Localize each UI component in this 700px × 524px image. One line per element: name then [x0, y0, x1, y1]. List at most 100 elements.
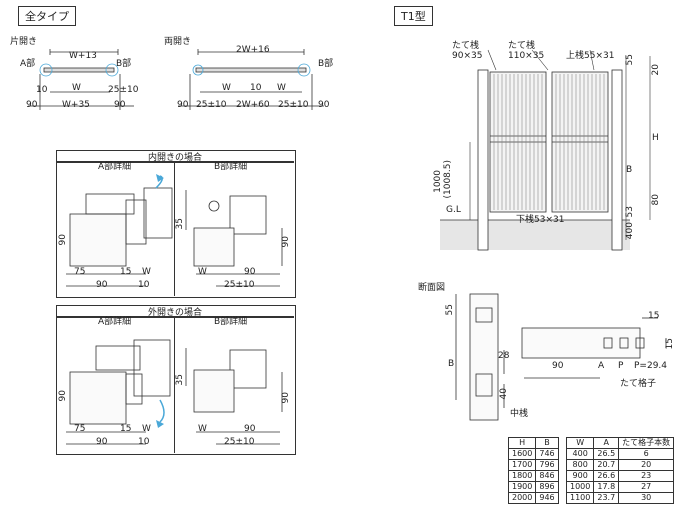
hb-table-cell: 1600	[507, 448, 537, 460]
inner-b90: 90	[244, 267, 256, 277]
hb-table-cell: 2000	[507, 492, 537, 504]
hb-table-header: H	[507, 437, 537, 449]
outer-a10: 10	[138, 437, 150, 447]
hb-table-cell: 796	[535, 459, 559, 471]
outer-b-detail: B部詳細	[214, 317, 248, 327]
hb-table-cell: 846	[535, 470, 559, 482]
elev-h1000: 1000	[433, 170, 443, 193]
wa-table-cell: 6	[618, 448, 675, 460]
single-top-dim: W+13	[69, 51, 97, 61]
wa-table-header: A	[593, 437, 620, 449]
elev-d53: 53	[625, 206, 635, 218]
section-p-val: P=29.4	[634, 361, 668, 371]
wa-table-cell: 20	[618, 459, 675, 471]
double-w1: W	[222, 83, 231, 93]
double-b25r: 25±10	[278, 100, 309, 110]
single-w: W	[72, 83, 81, 93]
all-types-label: 全タイプ	[25, 10, 69, 23]
inner-a75: 75	[74, 267, 86, 277]
inner-a10: 10	[138, 280, 150, 290]
hb-table-cell: 746	[535, 448, 559, 460]
elev-d20: 20	[651, 64, 661, 76]
outer-bW: W	[198, 424, 207, 434]
section-d15: 15	[648, 311, 660, 321]
single-swing-diagram	[28, 49, 134, 110]
elev-post-label: たて桟	[452, 41, 480, 51]
inner-b35: 35	[175, 218, 185, 230]
elev-gl: G.L	[446, 205, 461, 215]
gate-elevation	[440, 49, 651, 251]
double-b90l: 90	[177, 100, 189, 110]
section-d15b: 15	[665, 338, 675, 350]
wa-table-cell: 23	[618, 470, 675, 482]
double-b-part: B部	[318, 59, 334, 69]
elev-dH: H	[652, 133, 659, 143]
wa-table-cell: 1100	[565, 492, 595, 504]
elev-d80: 80	[651, 194, 661, 206]
section-d55: 55	[445, 304, 455, 316]
elev-d55: 55	[625, 54, 635, 66]
inner-b90v: 90	[281, 236, 291, 248]
hb-table-cell: 896	[535, 481, 559, 493]
double-bmid: 2W+60	[236, 100, 270, 110]
inner-header: 内開きの場合	[56, 150, 294, 163]
outer-header: 外開きの場合	[56, 305, 294, 318]
outer-aW: W	[142, 424, 151, 434]
inner-detail-drawing	[66, 174, 283, 287]
single-right-dim: 25±10	[108, 85, 139, 95]
inner-bW: W	[198, 267, 207, 277]
section-dB: B	[448, 359, 455, 369]
section-title: 断面図	[418, 283, 446, 293]
outer-b35: 35	[175, 374, 185, 386]
outer-b90: 90	[244, 424, 256, 434]
single-left10: 10	[36, 85, 48, 95]
single-a-part: A部	[20, 59, 36, 69]
wa-table-cell: 800	[565, 459, 595, 471]
section-d28: 28	[498, 351, 510, 361]
outer-a90v: 90	[58, 390, 68, 402]
outer-b90v: 90	[281, 392, 291, 404]
double-gap: 10	[250, 83, 262, 93]
all-types-tag: 全タイプ	[18, 6, 76, 26]
inner-b25: 25±10	[224, 280, 255, 290]
inner-a90: 90	[96, 280, 108, 290]
section-d40: 40	[499, 388, 509, 400]
single-bottom-left: 90	[26, 100, 38, 110]
wa-table-cell: 23.7	[593, 492, 620, 504]
inner-aW: W	[142, 267, 151, 277]
elev-post2-label: たて桟	[508, 41, 536, 51]
double-swing-diagram	[178, 49, 324, 110]
section-p: P	[618, 361, 624, 371]
wa-table-cell: 1000	[565, 481, 595, 493]
single-swing-title: 片開き	[10, 37, 38, 47]
double-b90r: 90	[318, 100, 330, 110]
elev-h1008: (1008.5)	[443, 160, 453, 199]
wa-table-header: たて格子本数	[618, 437, 675, 449]
outer-b25: 25±10	[224, 437, 255, 447]
outer-detail-box	[56, 305, 296, 455]
outer-detail-drawing	[66, 339, 283, 445]
elev-post2-size: 110×35	[508, 51, 545, 61]
outer-a90: 90	[96, 437, 108, 447]
double-swing-title: 両開き	[164, 37, 192, 47]
elev-lower-rail: 下桟53×31	[516, 215, 565, 225]
inner-b-detail: B部詳細	[214, 162, 248, 172]
wa-table-cell: 30	[618, 492, 675, 504]
wa-table-header: W	[565, 437, 595, 449]
elev-upper-rail: 上桟55×31	[566, 51, 615, 61]
single-b-part: B部	[116, 59, 132, 69]
hb-table-header: B	[535, 437, 559, 449]
inner-detail-box	[56, 150, 296, 298]
outer-a-detail: A部詳細	[98, 317, 132, 327]
wa-table-cell: 17.8	[593, 481, 620, 493]
